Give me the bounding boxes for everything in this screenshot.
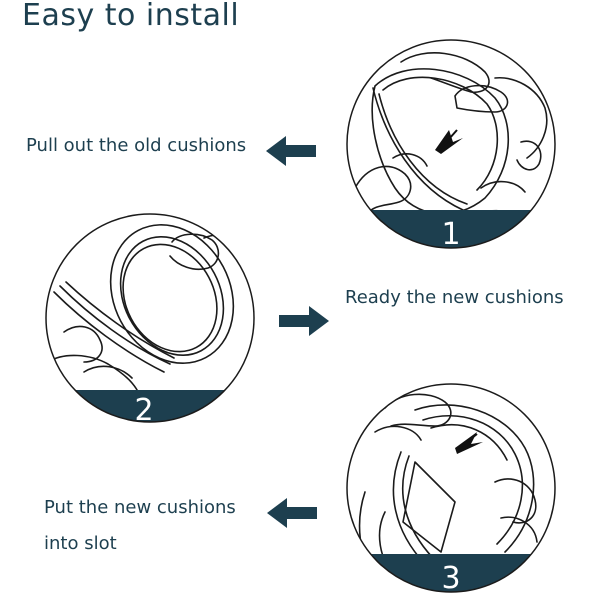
page-title: Easy to install: [22, 0, 240, 33]
step-3-illustration: 3: [345, 382, 557, 594]
step-2-illustration: 2: [44, 212, 256, 424]
step-3-text-line-1: Put the new cushions: [44, 497, 236, 518]
step-1-illustration: 1: [345, 38, 557, 250]
right-arrow-icon: [279, 306, 329, 336]
step-3-instruction: Put the new cushions into slot: [44, 490, 236, 562]
step-2-text-line: Ready the new cushions: [345, 287, 564, 308]
step-3-text-line-2: into slot: [44, 533, 117, 554]
left-arrow-icon: [267, 498, 317, 528]
step-1-number: 1: [441, 217, 460, 250]
step-2-number: 2: [134, 393, 153, 424]
step-2-instruction: Ready the new cushions: [345, 280, 564, 316]
step-1-text-line: Pull out the old cushions: [26, 135, 247, 156]
left-arrow-icon: [266, 136, 316, 166]
step-1-instruction: Pull out the old cushions: [26, 128, 246, 164]
step-3-number: 3: [441, 561, 460, 594]
